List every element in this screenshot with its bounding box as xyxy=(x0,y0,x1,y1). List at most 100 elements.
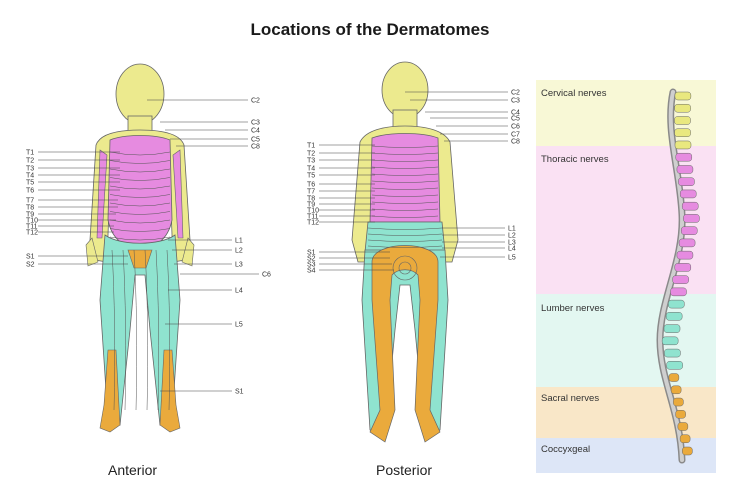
posterior-lumbar-contour xyxy=(367,239,443,242)
vertebra xyxy=(661,336,679,346)
posterior-dermatome-contour xyxy=(371,180,439,183)
vertebra xyxy=(674,128,691,137)
posterior-left-label: T4 xyxy=(307,166,315,173)
vertebra xyxy=(674,140,692,150)
posterior-left-label: T6 xyxy=(307,182,315,189)
vertebra xyxy=(672,275,689,284)
vertebra xyxy=(673,397,684,407)
anterior-left-label: T12 xyxy=(26,230,38,237)
posterior-left-label: T2 xyxy=(307,151,315,158)
vertebra xyxy=(677,422,689,431)
posterior-sacral xyxy=(369,245,441,443)
vertebra xyxy=(679,189,697,199)
anterior-leg-contour xyxy=(133,249,137,411)
posterior-right-label: C4 xyxy=(511,110,520,117)
vertebrae xyxy=(661,91,700,456)
vertebra xyxy=(679,434,691,444)
vertebra xyxy=(683,214,700,223)
anterior-leg-contour xyxy=(166,249,170,411)
band-lumbar xyxy=(536,294,716,387)
posterior-dermatome-contour xyxy=(371,194,439,197)
vertebra xyxy=(675,410,686,419)
vertebra xyxy=(665,312,683,321)
band-coccyx xyxy=(536,438,716,473)
posterior-left-label: S3 xyxy=(307,262,316,269)
anterior-right-label: L2 xyxy=(235,248,243,255)
anterior-dermatome-contour xyxy=(109,194,171,198)
anterior-sacral-left xyxy=(99,349,121,433)
anterior-right-label: C6 xyxy=(262,272,271,279)
posterior-right-label: C7 xyxy=(511,132,520,139)
posterior-left-label: T5 xyxy=(307,173,315,180)
anterior-dermatome-contour xyxy=(109,160,171,164)
anterior-left-label: T7 xyxy=(26,198,34,205)
posterior-lumbar-contour xyxy=(367,233,443,236)
anterior-labels: C2C3C4C5C8L1L2L3C6L4L5S1T1T2T3T4T5T6T7T8… xyxy=(26,98,271,396)
posterior-lumbar-contour xyxy=(367,245,443,248)
posterior-dermatome-contour xyxy=(371,201,439,204)
anterior-right-label: C3 xyxy=(251,120,260,127)
posterior-right-label: C8 xyxy=(511,139,520,146)
posterior-left-label: T8 xyxy=(307,196,315,203)
posterior-dermatome-contour xyxy=(371,145,439,148)
posterior-right-label: L4 xyxy=(508,246,516,253)
vertebra xyxy=(678,177,695,186)
posterior-right-label: L3 xyxy=(508,240,516,247)
vertebra xyxy=(663,324,681,333)
vertebra xyxy=(670,385,682,395)
anterior-left-label: T4 xyxy=(26,173,34,180)
vertebra xyxy=(675,152,693,162)
vertebra xyxy=(666,361,683,370)
posterior-dermatome-contour xyxy=(371,152,439,155)
vertebra xyxy=(676,165,694,174)
anterior-right-label: S1 xyxy=(235,389,244,396)
band-label-lumbar: Lumber nerves xyxy=(541,303,605,314)
anterior-dermatome-contour xyxy=(109,211,171,215)
vertebra xyxy=(668,373,680,382)
posterior-left-label: S2 xyxy=(307,256,316,263)
posterior-left-label: T9 xyxy=(307,202,315,209)
posterior-head xyxy=(381,61,429,119)
anterior-right-label: C4 xyxy=(251,128,260,135)
vertebra xyxy=(674,103,691,113)
anterior-legs xyxy=(99,234,181,426)
posterior-figure xyxy=(351,61,459,443)
posterior-dermatome-contour xyxy=(371,215,439,218)
band-label-thoracic: Thoracic nerves xyxy=(541,154,609,165)
vertebra xyxy=(678,238,696,248)
caption-anterior: Anterior xyxy=(108,462,157,478)
posterior-left-label: T10 xyxy=(307,208,319,215)
anterior-left-label: S2 xyxy=(26,262,35,269)
anterior-left-label: S1 xyxy=(26,254,35,261)
anterior-leg-contour xyxy=(144,249,148,411)
posterior-left-label: T12 xyxy=(307,220,319,227)
anterior-left-label: T5 xyxy=(26,180,34,187)
anterior-left-label: T2 xyxy=(26,158,34,165)
posterior-right-label: L1 xyxy=(508,226,516,233)
anterior-left-label: T3 xyxy=(26,166,34,173)
posterior-left-label: T3 xyxy=(307,158,315,165)
posterior-right-label: L2 xyxy=(508,233,516,240)
posterior-left-label: T7 xyxy=(307,189,315,196)
vertebra xyxy=(668,299,685,309)
posterior-dermatome-contour xyxy=(371,187,439,190)
vertebra xyxy=(680,226,698,235)
anterior-left-label: T10 xyxy=(26,218,38,225)
vertebra xyxy=(674,116,691,125)
vertebra xyxy=(674,91,692,101)
caption-posterior: Posterior xyxy=(376,462,432,478)
anterior-left-label: T8 xyxy=(26,205,34,212)
anterior-dermatome-contour xyxy=(109,202,171,207)
band-label-cervical: Cervical nerves xyxy=(541,88,607,99)
anterior-dermatome-contour xyxy=(109,228,171,232)
posterior-left-label: S4 xyxy=(307,268,316,275)
anterior-thorax xyxy=(107,135,173,249)
anterior-dermatome-contour xyxy=(109,168,171,173)
vertebra xyxy=(674,263,692,272)
anterior-dermatome-contour xyxy=(109,177,171,181)
anterior-dermatome-contour xyxy=(109,219,171,224)
vertebra xyxy=(664,348,681,358)
anterior-leg-contour xyxy=(111,249,115,411)
band-label-coccyx: Coccyxgeal xyxy=(541,444,590,455)
